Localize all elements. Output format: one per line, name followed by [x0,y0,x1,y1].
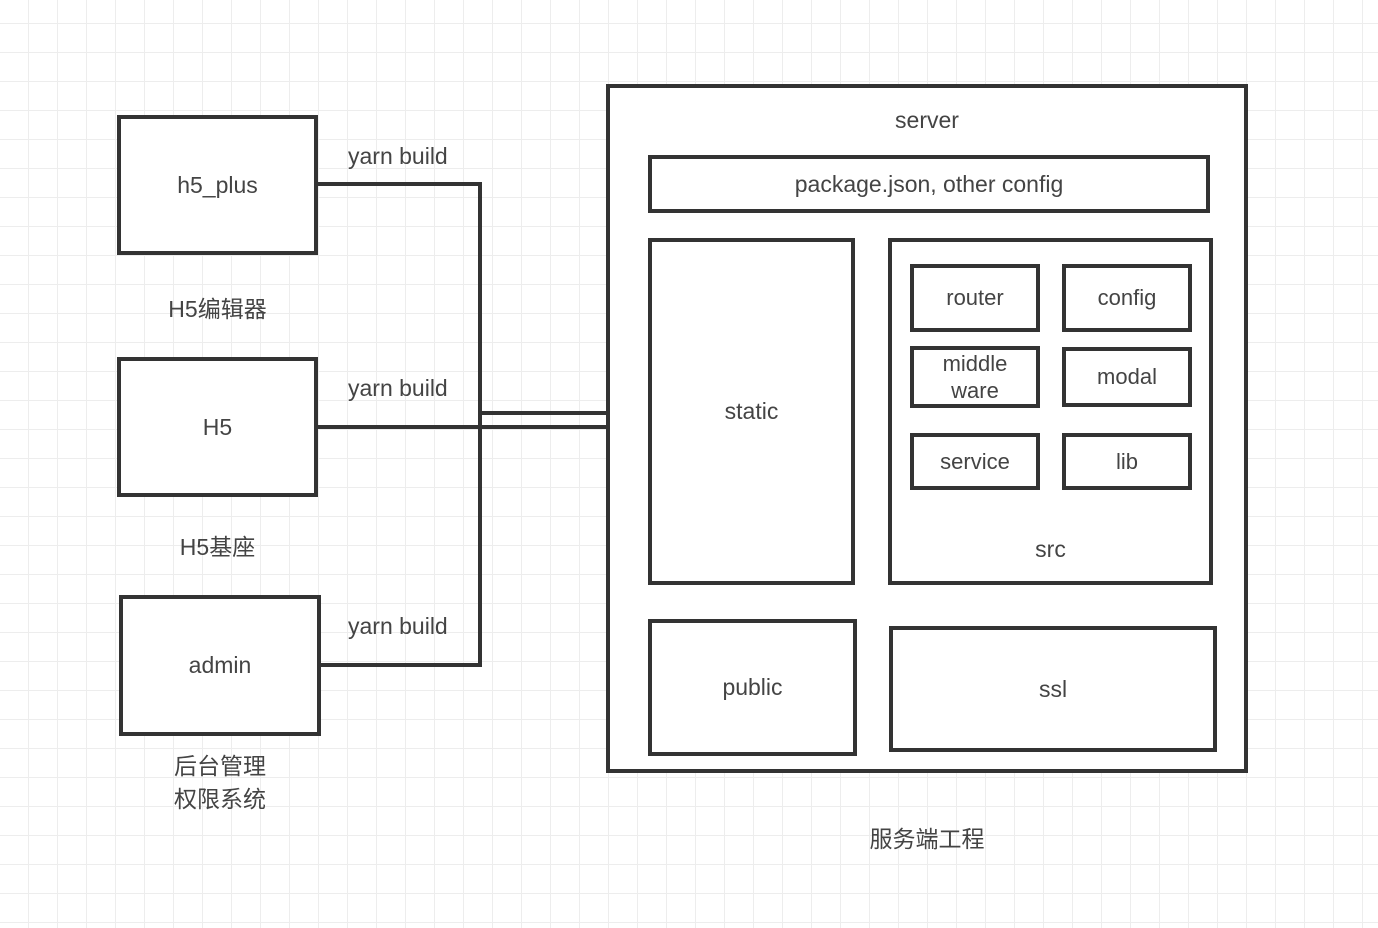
node-router[interactable]: router [910,264,1040,332]
connector-admin-horizontal [319,663,482,667]
caption-admin-system: 后台管理 权限系统 [174,753,266,813]
connector-h5-to-static [316,425,628,429]
node-modal[interactable]: modal [1062,347,1192,407]
caption-server-project: 服务端工程 [869,826,985,852]
server-title: server [895,107,959,133]
node-lib[interactable]: lib [1062,433,1192,490]
node-service[interactable]: service [910,433,1040,490]
edge-label-yarn-build-h5: yarn build [348,375,448,401]
node-public[interactable]: public [648,619,857,756]
connector-shared-vertical [478,182,482,667]
node-ssl[interactable]: ssl [889,626,1217,752]
connector-h5plus-horizontal [316,182,482,186]
node-config-dir[interactable]: config [1062,264,1192,332]
caption-h5-base: H5基座 [179,534,256,560]
node-admin[interactable]: admin [119,595,321,736]
node-middleware[interactable]: middle ware [910,346,1040,408]
edge-label-yarn-build-admin: yarn build [348,613,448,639]
src-label: src [1035,536,1066,562]
node-package-json-config[interactable]: package.json, other config [648,155,1210,213]
node-h5-plus[interactable]: h5_plus [117,115,318,255]
node-h5[interactable]: H5 [117,357,318,497]
edge-label-yarn-build-h5plus: yarn build [348,143,448,169]
connector-branch-to-static [478,411,628,415]
node-static[interactable]: static [648,238,855,585]
caption-h5-editor: H5编辑器 [168,296,267,322]
